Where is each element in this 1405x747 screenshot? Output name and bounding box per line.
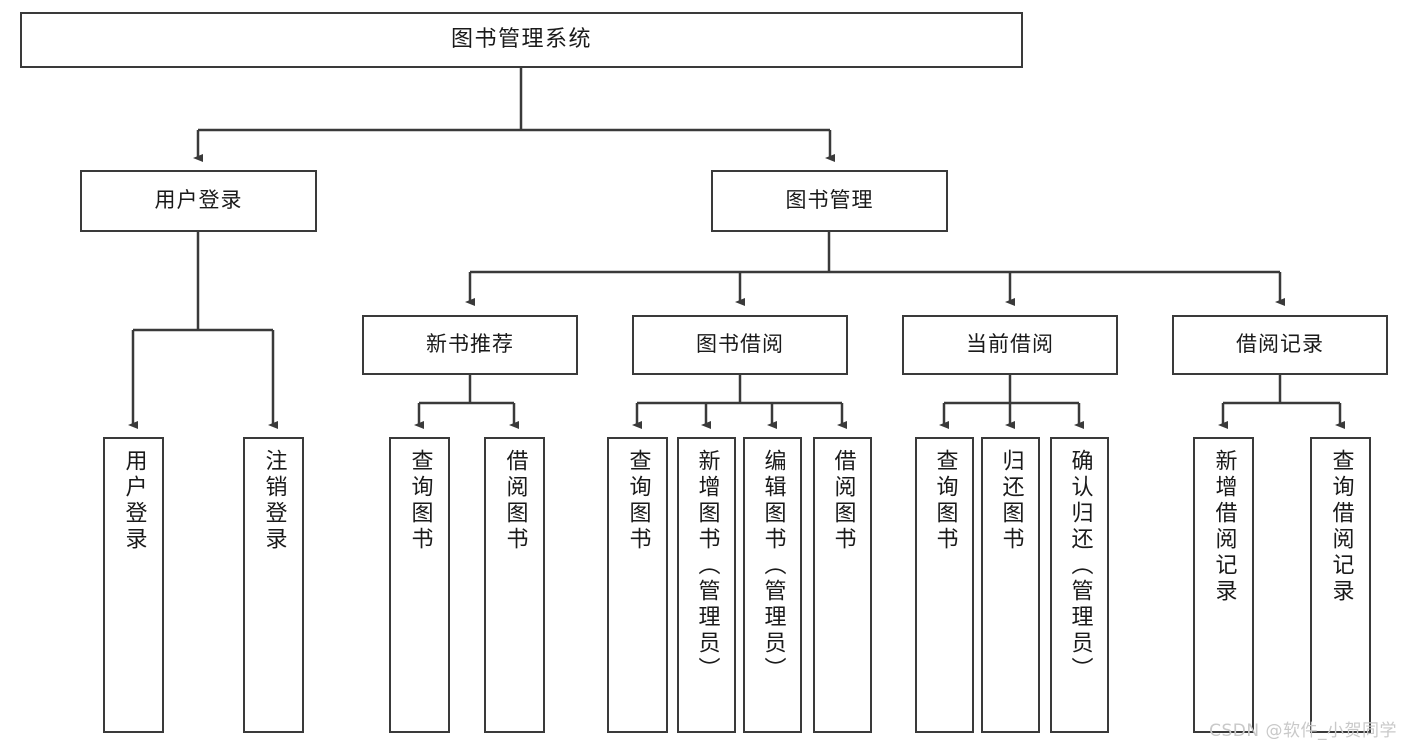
node-leaf-confirm-return-label: 确认归还（管理员） [1067, 449, 1093, 683]
node-current-borrow[interactable]: 当前借阅 [902, 315, 1118, 375]
node-new-book-recommend[interactable]: 新书推荐 [362, 315, 578, 375]
node-leaf-query-record-label: 查询借阅记录 [1328, 449, 1354, 605]
node-leaf-query-book-3-label: 查询图书 [932, 449, 958, 553]
node-leaf-query-book-1-label: 查询图书 [407, 449, 433, 553]
node-leaf-query-book-3[interactable]: 查询图书 [915, 437, 974, 733]
node-borrow-record-label: 借阅记录 [1236, 332, 1324, 357]
node-leaf-user-login[interactable]: 用户登录 [103, 437, 164, 733]
node-leaf-borrow-book-2-label: 借阅图书 [830, 449, 856, 553]
watermark: CSDN @软件_小贺同学 [1209, 721, 1397, 741]
node-leaf-borrow-book-2[interactable]: 借阅图书 [813, 437, 872, 733]
node-user-login[interactable]: 用户登录 [80, 170, 317, 232]
node-leaf-add-record[interactable]: 新增借阅记录 [1193, 437, 1254, 733]
node-leaf-logout[interactable]: 注销登录 [243, 437, 304, 733]
node-root[interactable]: 图书管理系统 [20, 12, 1023, 68]
node-current-borrow-label: 当前借阅 [966, 332, 1054, 357]
node-leaf-add-book-label: 新增图书（管理员） [694, 449, 720, 683]
node-leaf-add-record-label: 新增借阅记录 [1211, 449, 1237, 605]
node-leaf-user-login-label: 用户登录 [121, 449, 147, 553]
node-leaf-query-book-1[interactable]: 查询图书 [389, 437, 450, 733]
node-leaf-add-book[interactable]: 新增图书（管理员） [677, 437, 736, 733]
node-leaf-borrow-book-1[interactable]: 借阅图书 [484, 437, 545, 733]
node-leaf-logout-label: 注销登录 [261, 449, 287, 553]
node-leaf-query-book-2-label: 查询图书 [625, 449, 651, 553]
node-leaf-edit-book[interactable]: 编辑图书（管理员） [743, 437, 802, 733]
node-root-label: 图书管理系统 [450, 26, 592, 52]
node-leaf-return-book[interactable]: 归还图书 [981, 437, 1040, 733]
node-leaf-edit-book-label: 编辑图书（管理员） [760, 449, 786, 683]
node-borrow-record[interactable]: 借阅记录 [1172, 315, 1388, 375]
node-book-management-label: 图书管理 [785, 188, 874, 213]
node-book-borrow[interactable]: 图书借阅 [632, 315, 848, 375]
node-book-management[interactable]: 图书管理 [711, 170, 948, 232]
node-leaf-confirm-return[interactable]: 确认归还（管理员） [1050, 437, 1109, 733]
node-user-login-label: 用户登录 [154, 188, 243, 213]
node-leaf-query-book-2[interactable]: 查询图书 [607, 437, 668, 733]
node-new-book-recommend-label: 新书推荐 [426, 332, 514, 357]
node-leaf-query-record[interactable]: 查询借阅记录 [1310, 437, 1371, 733]
node-leaf-borrow-book-1-label: 借阅图书 [502, 449, 528, 553]
node-leaf-return-book-label: 归还图书 [998, 449, 1024, 553]
node-book-borrow-label: 图书借阅 [696, 332, 784, 357]
